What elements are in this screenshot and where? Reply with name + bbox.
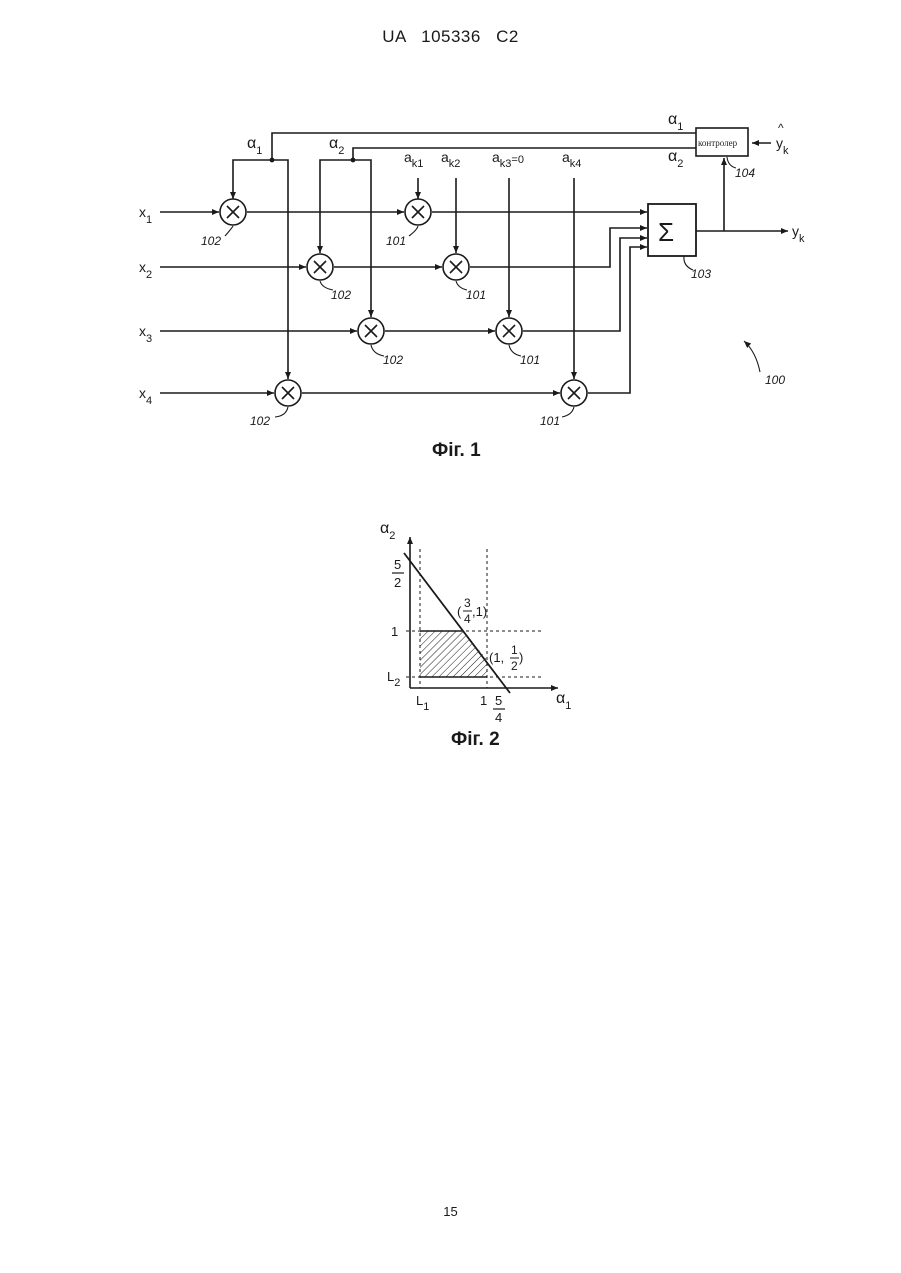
y-tick-two: 2 — [394, 575, 401, 590]
coef-ak1-label: ak1 — [404, 149, 423, 170]
output-yk-label: yk — [792, 223, 805, 245]
alpha2-label-controller: α2 — [668, 148, 683, 170]
input-x1-label: x1 — [139, 204, 152, 226]
svg-text:): ) — [519, 650, 523, 665]
y-tick-five: 5 — [394, 557, 401, 572]
x-tick-five: 5 — [495, 693, 502, 708]
alpha1-axis-label: α1 — [556, 690, 571, 712]
sigma-symbol: Σ — [658, 217, 674, 247]
coef-ak4-label: ak4 — [562, 149, 581, 170]
input-x3-label: x3 — [139, 323, 152, 345]
multiplier-x4-ak4 — [561, 380, 587, 406]
ref-101-c: 101 — [520, 353, 540, 367]
input-x4-label: x4 — [139, 385, 152, 407]
ref-104: 104 — [735, 166, 755, 180]
figure-2-region-plot: α2 5 2 1 L2 L1 1 5 4 α1 ( 3 4 ,1) (1, 1 … — [360, 515, 590, 730]
multiplier-x2-alpha2 — [307, 254, 333, 280]
page-number: 15 — [0, 1204, 901, 1219]
ref-102-a: 102 — [201, 234, 221, 248]
svg-text:1: 1 — [511, 643, 518, 657]
alpha2-label-left: α2 — [329, 135, 344, 157]
point-one-half-label: (1, 1 2 ) — [489, 643, 523, 673]
ref-102-b: 102 — [331, 288, 351, 302]
alpha1-to-mult-x1 — [233, 160, 272, 199]
ref-101-b: 101 — [466, 288, 486, 302]
x-tick-four: 4 — [495, 710, 502, 725]
multiplier-x3-ak3 — [496, 318, 522, 344]
point-three-quarters-one-label: ( 3 4 ,1) — [457, 596, 487, 626]
svg-text:(1,: (1, — [489, 650, 504, 665]
y-tick-L2: L2 — [387, 669, 400, 689]
feasible-region-hatch — [420, 631, 487, 677]
x-tick-L1: L1 — [416, 693, 429, 713]
alpha1-label-left: α1 — [247, 135, 262, 157]
svg-text:,1): ,1) — [472, 604, 487, 619]
y-tick-one: 1 — [391, 624, 398, 639]
coef-ak3-label: ak3=0 — [492, 149, 524, 170]
x-tick-one: 1 — [480, 693, 487, 708]
alpha1-label-controller: α1 — [668, 111, 683, 133]
figure-1-caption: Фіг. 1 — [432, 440, 481, 462]
ref-103: 103 — [691, 267, 711, 281]
ref-101-d: 101 — [540, 414, 560, 428]
multiplier-x4-alpha1 — [275, 380, 301, 406]
alpha2-to-mult-x2 — [320, 160, 353, 253]
ref-100: 100 — [765, 373, 785, 387]
reference-yk-label: yk — [776, 135, 789, 157]
alpha2-axis-label: α2 — [380, 520, 395, 542]
multiplier-x2-ak2 — [443, 254, 469, 280]
ref-101-a: 101 — [386, 234, 406, 248]
ref-102-c: 102 — [383, 353, 403, 367]
svg-text:(: ( — [457, 604, 462, 619]
multiplier-x1-ak1 — [405, 199, 431, 225]
multiplier-x1-alpha1 — [220, 199, 246, 225]
svg-text:4: 4 — [464, 612, 471, 626]
alpha2-to-mult-x3 — [353, 160, 371, 317]
svg-text:2: 2 — [511, 659, 518, 673]
ref-102-d: 102 — [250, 414, 270, 428]
coef-ak2-label: ak2 — [441, 149, 460, 170]
figure-1-block-diagram: Σ контролер x1 x2 x3 x4 ak1 ak2 ak3=0 ak… — [0, 0, 901, 470]
reference-hat: ^ — [778, 121, 784, 135]
svg-text:3: 3 — [464, 596, 471, 610]
input-x2-label: x2 — [139, 259, 152, 281]
controller-label: контролер — [698, 138, 738, 148]
alpha1-to-mult-x4 — [272, 160, 288, 379]
figure-2-caption: Фіг. 2 — [451, 729, 500, 751]
multiplier-x3-alpha2 — [358, 318, 384, 344]
